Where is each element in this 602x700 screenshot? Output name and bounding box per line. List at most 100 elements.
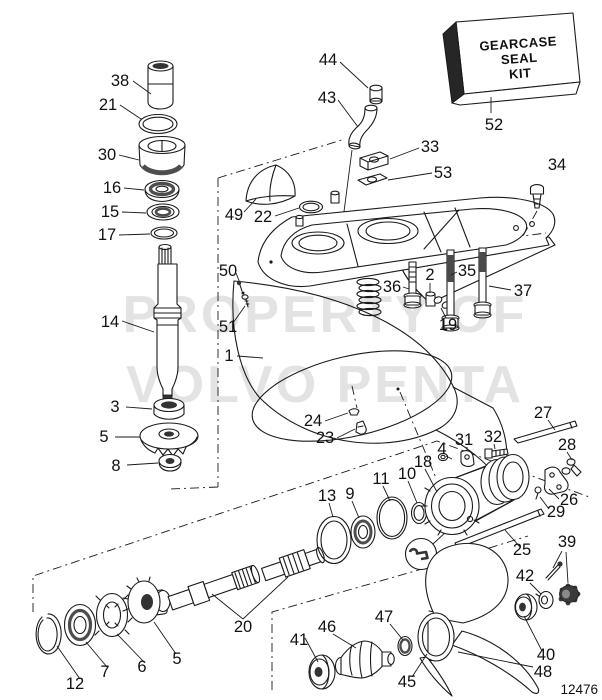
part-40-washer — [514, 593, 538, 621]
callout-27: 27 — [534, 404, 552, 422]
callout-labels: 38 21 30 16 15 17 14 3 5 8 44 43 33 53 3… — [66, 51, 578, 693]
callout-18: 18 — [414, 453, 432, 471]
callout-30: 30 — [98, 146, 116, 164]
callout-12: 12 — [66, 675, 84, 693]
part-35-bolt — [441, 249, 460, 332]
part-31-bracket — [460, 450, 475, 467]
part-upper-gearcase-housing — [257, 190, 556, 304]
part-38-sleeve — [147, 60, 174, 110]
callout-29: 29 — [547, 503, 565, 521]
part-23-anode-screw — [355, 420, 367, 435]
callout-7: 7 — [100, 663, 109, 681]
callout-37: 37 — [514, 282, 532, 300]
part-34-screw — [522, 184, 547, 237]
gearcase-seal-kit-box: GEARCASE SEAL KIT — [442, 12, 581, 113]
callout-31: 31 — [455, 431, 473, 449]
seal-kit-text-line1: GEARCASE — [479, 33, 558, 53]
callout-6: 6 — [137, 658, 146, 676]
part-48-propeller — [417, 542, 540, 697]
part-42-tab-washer — [535, 590, 554, 610]
watermark: PROPERTY OF VOLVO PENTA — [123, 286, 528, 414]
part-27-pin — [513, 420, 578, 444]
callout-43: 43 — [318, 89, 336, 107]
seal-kit-text-line2: SEAL — [500, 50, 538, 68]
callout-42: 42 — [516, 567, 534, 585]
callout-35: 35 — [458, 262, 476, 280]
part-47-spacer-ring — [397, 635, 413, 657]
part-28-fasteners — [561, 458, 582, 477]
part-41-thrust-washer — [308, 654, 336, 690]
callout-17: 17 — [98, 226, 116, 244]
part-3-bearing — [153, 397, 185, 420]
part-46-hub-spacer — [334, 640, 395, 679]
part-17-ring — [150, 226, 178, 240]
part-33-block — [359, 151, 389, 171]
part-16-bearing — [144, 179, 180, 203]
part-prop-nut — [558, 583, 581, 606]
part-39-cotter-pin — [545, 561, 563, 581]
callout-49: 49 — [225, 206, 243, 224]
callout-28: 28 — [558, 436, 576, 454]
part-20-prop-shaft-front — [261, 546, 325, 582]
seal-kit-text-line3: KIT — [508, 65, 531, 82]
part-13-seal-ring — [316, 515, 352, 565]
part-15-seal — [146, 203, 180, 221]
part-53-plate — [357, 173, 388, 186]
callout-1: 1 — [224, 347, 233, 365]
callout-26: 26 — [560, 491, 578, 509]
part-32-bolt — [484, 448, 509, 459]
callout-23: 23 — [316, 429, 334, 447]
part-22-o-ring — [298, 200, 324, 214]
callout-8: 8 — [111, 457, 120, 475]
part-20-prop-shaft-rear — [167, 564, 261, 611]
callout-11: 11 — [372, 470, 389, 488]
callout-2: 2 — [425, 266, 434, 284]
callout-36: 36 — [383, 278, 401, 296]
callout-48: 48 — [534, 663, 552, 681]
callout-14: 14 — [101, 313, 119, 331]
callout-3: 3 — [110, 398, 119, 416]
part-21-o-ring — [138, 113, 178, 135]
callout-33: 33 — [421, 138, 439, 156]
callout-15: 15 — [101, 203, 119, 221]
callout-51: 51 — [219, 318, 237, 336]
callout-53: 53 — [434, 164, 452, 182]
part-5-pinion-gear — [139, 422, 199, 457]
part-49-cover — [245, 164, 296, 205]
callout-21: 21 — [99, 96, 117, 114]
callout-13: 13 — [318, 487, 336, 505]
callout-47: 47 — [375, 608, 393, 626]
part-9-bearing — [350, 515, 376, 549]
part-44-fitting — [369, 84, 383, 105]
watermark-line1: PROPERTY OF — [123, 286, 528, 344]
part-30-bearing-cup — [138, 135, 186, 176]
callout-4: 4 — [437, 440, 446, 458]
part-2-pin — [425, 291, 436, 307]
part-7-bearing — [63, 603, 97, 647]
part-11-o-ring — [376, 496, 408, 540]
callout-40: 40 — [537, 646, 555, 664]
part-51-screw — [241, 294, 250, 308]
leader-lines — [56, 61, 573, 680]
part-4-nut — [437, 452, 449, 462]
callout-38: 38 — [111, 72, 129, 90]
callout-45: 45 — [398, 673, 416, 691]
part-spring — [356, 277, 382, 317]
callout-34: 34 — [548, 156, 566, 174]
callout-5b: 5 — [172, 650, 181, 668]
callout-41: 41 — [290, 631, 308, 649]
part-26-bracket — [543, 466, 569, 495]
callout-50: 50 — [219, 262, 237, 280]
drawing-number: 12476 — [560, 682, 598, 697]
callout-25: 25 — [513, 541, 531, 559]
callout-5: 5 — [99, 428, 108, 446]
callout-46: 46 — [318, 618, 336, 636]
part-8-washer — [158, 453, 182, 472]
callout-24: 24 — [304, 412, 322, 430]
part-50-screw — [236, 280, 243, 292]
part-5b-gear — [122, 576, 171, 624]
callout-39: 39 — [558, 533, 576, 551]
part-6-retainer — [94, 592, 130, 638]
